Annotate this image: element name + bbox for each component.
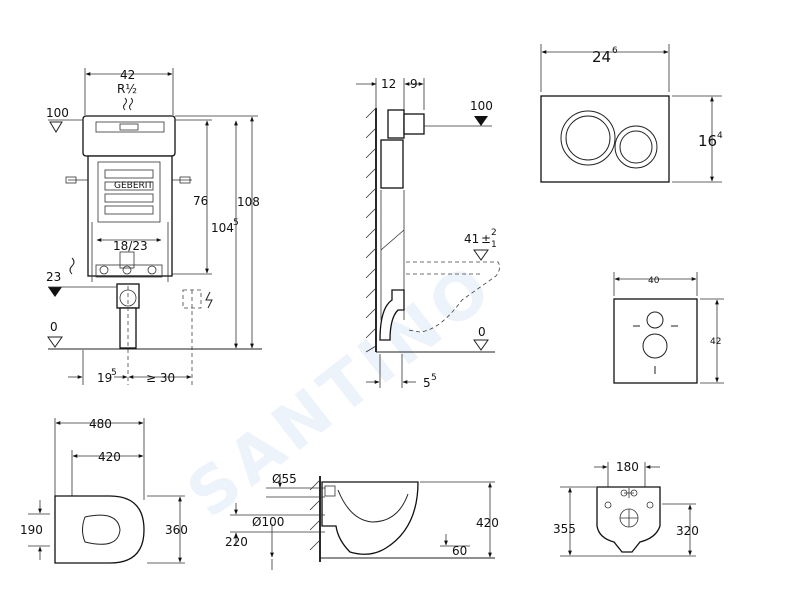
plate-height-sup: 4 xyxy=(717,131,723,141)
bowl-outline xyxy=(54,495,145,564)
flush-button-small xyxy=(614,125,658,169)
pad-width: 40 xyxy=(648,276,660,286)
bowl-side-190: 190 xyxy=(20,523,43,537)
pad-height: 42 xyxy=(710,337,721,347)
side-level-41: 41 xyxy=(464,232,479,246)
bowl-outer-width: 480 xyxy=(89,417,112,431)
flush-button-large xyxy=(560,110,616,166)
dim-height-76: 76 xyxy=(193,194,208,208)
inlet-diameter: Ø55 xyxy=(272,472,297,486)
dim-offset-19: 19 xyxy=(97,371,112,385)
bowl-side-360: 360 xyxy=(165,523,188,537)
dim-offset-5: 5 xyxy=(423,376,431,390)
dim-height-104-sup: 5 xyxy=(233,218,239,228)
side-level-100: 100 xyxy=(470,99,493,113)
back-height-320: 320 xyxy=(676,524,699,538)
side-level-41-tol: ± xyxy=(481,232,491,246)
bowl-wall-hatch xyxy=(309,479,321,551)
flush-plate xyxy=(540,95,670,183)
soundproof-pad-view: 40 42 xyxy=(613,272,724,384)
bowl-top-view: 480 420 190 360 xyxy=(20,417,188,564)
dim-height-108: 108 xyxy=(237,195,260,209)
back-width-180: 180 xyxy=(616,460,639,474)
plate-width-sup: 6 xyxy=(612,46,618,56)
flush-plate-view: 24 6 16 4 xyxy=(540,44,723,183)
back-height-355: 355 xyxy=(553,522,576,536)
brand-mark: GEBERIT xyxy=(114,181,153,191)
dim-depth-9: 9 xyxy=(410,77,418,91)
outlet-diameter: Ø100 xyxy=(252,515,284,529)
outlet-height-220: 220 xyxy=(225,535,248,549)
level-100-label: 100 xyxy=(46,106,69,120)
bowl-side-outline xyxy=(321,481,419,555)
dim-offset-30: ≥ 30 xyxy=(146,371,175,385)
dim-inner-width: 18/23 xyxy=(113,239,148,253)
bowl-inner-width: 420 xyxy=(98,450,121,464)
level-23-label: 23 xyxy=(46,270,61,284)
bowl-back-outline xyxy=(596,486,661,553)
dim-width-42: 42 xyxy=(120,68,135,82)
bowl-side-view: Ø55 Ø100 220 420 60 xyxy=(225,472,499,570)
bowl-back-view: 180 355 320 xyxy=(553,460,699,557)
side-level-41-sub: 1 xyxy=(491,240,497,250)
side-level-0: 0 xyxy=(478,325,486,339)
frame-front-view: 42 R½ GEBERIT 18/23 xyxy=(46,68,262,385)
dim-depth-12: 12 xyxy=(381,77,396,91)
plate-width: 24 xyxy=(592,48,611,66)
plate-height: 16 xyxy=(698,132,717,150)
bowl-height-60: 60 xyxy=(452,544,467,558)
bowl-height-420: 420 xyxy=(476,516,499,530)
dim-offset-19-sup: 5 xyxy=(111,368,117,378)
dim-height-104: 104 xyxy=(211,221,234,235)
dim-offset-5-sup: 5 xyxy=(431,373,437,383)
level-0-label: 0 xyxy=(50,320,58,334)
flush-connection-label: R½ xyxy=(117,82,137,96)
side-level-41-sup: 2 xyxy=(491,228,497,238)
wall-hatch xyxy=(365,107,377,353)
frame-side-view: 12 9 100 41 xyxy=(356,77,500,390)
